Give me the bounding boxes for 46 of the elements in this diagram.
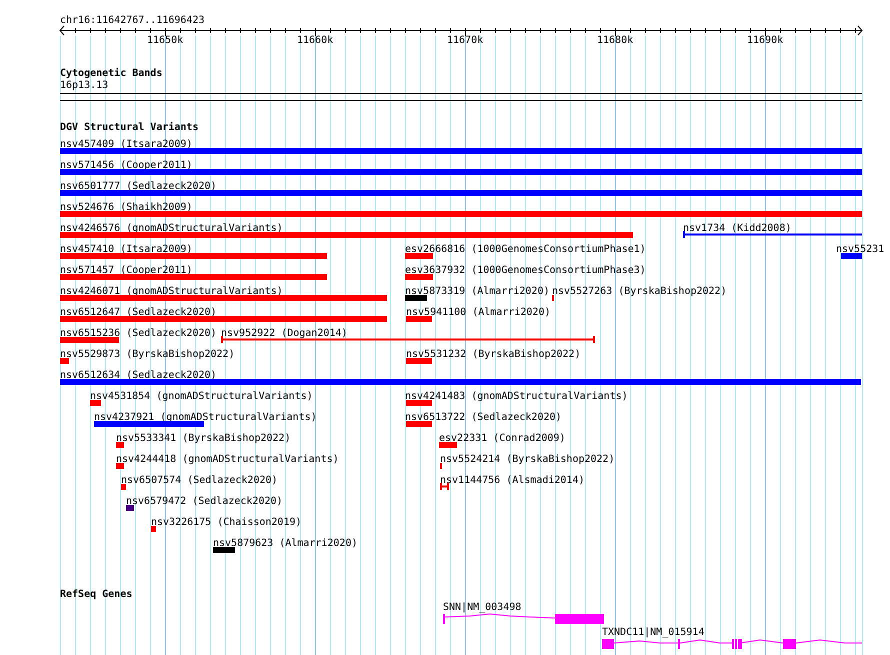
variant-label: esv2666816 (1000GenomesConsortiumPhase1): [405, 244, 646, 255]
variant-label: nsv55231: [836, 244, 884, 255]
variant-label: nsv6579472 (Sedlazeck2020): [126, 496, 283, 507]
scale-tick-label: 11660k: [297, 35, 334, 46]
scale-tick-label: 11690k: [747, 35, 784, 46]
variant-label: nsv6513722 (Sedlazeck2020): [405, 412, 562, 423]
band-name: 16p13.13: [60, 80, 108, 91]
variant-label: esv22331 (Conrad2009): [439, 433, 566, 444]
gene-label: SNN|NM_003498: [443, 602, 522, 613]
variant-label: nsv5873319 (Almarri2020): [405, 286, 550, 297]
variant-label: nsv4246071 (gnomADStructuralVariants): [60, 286, 283, 297]
variant-label: nsv4531854 (gnomADStructuralVariants): [90, 391, 313, 402]
variant-label: nsv5524214 (ByrskaBishop2022): [440, 454, 615, 465]
variant-label: nsv1144756 (Alsmadi2014): [440, 475, 584, 486]
scale-tick-label: 11670k: [447, 35, 484, 46]
variant-label: nsv6501777 (Sedlazeck2020): [60, 181, 217, 192]
variant-label: nsv4246576 (gnomADStructuralVariants): [60, 223, 283, 234]
variant-label: nsv457410 (Itsara2009): [60, 244, 192, 255]
variant-label: nsv5941100 (Almarri2020): [406, 307, 550, 318]
scale-tick-label: 11650k: [147, 35, 184, 46]
track-header: RefSeq Genes: [60, 589, 132, 600]
variant-label: nsv457409 (Itsara2009): [60, 139, 192, 150]
variant-label: nsv952922 (Dogan2014): [221, 328, 348, 339]
variant-label: nsv5527263 (ByrskaBishop2022): [552, 286, 727, 297]
variant-label: nsv5533341 (ByrskaBishop2022): [116, 433, 291, 444]
variant-label: nsv571457 (Cooper2011): [60, 265, 192, 276]
variant-label: nsv5531232 (ByrskaBishop2022): [406, 349, 581, 360]
coordinate-range: chr16:11642767..11696423: [60, 15, 204, 26]
scale-tick-label: 11680k: [597, 35, 634, 46]
variant-label: esv3637932 (1000GenomesConsortiumPhase3): [405, 265, 646, 276]
gene-label: TXNDC11|NM_015914: [602, 627, 704, 638]
variant-label: nsv5529873 (ByrskaBishop2022): [60, 349, 235, 360]
variant-label: nsv6515236 (Sedlazeck2020): [60, 328, 217, 339]
variant-label: nsv571456 (Cooper2011): [60, 160, 192, 171]
variant-label: nsv4237921 (gnomADStructuralVariants): [94, 412, 317, 423]
variant-label: nsv3226175 (Chaisson2019): [151, 517, 302, 528]
variant-label: nsv6512634 (Sedlazeck2020): [60, 370, 217, 381]
track-header: Cytogenetic Bands: [60, 68, 162, 79]
variant-label: nsv4244418 (gnomADStructuralVariants): [116, 454, 339, 465]
variant-label: nsv1734 (Kidd2008): [683, 223, 792, 234]
variant-label: nsv4241483 (gnomADStructuralVariants): [405, 391, 628, 402]
variant-label: nsv6512647 (Sedlazeck2020): [60, 307, 217, 318]
variant-label: nsv6507574 (Sedlazeck2020): [121, 475, 278, 486]
variant-label: nsv524676 (Shaikh2009): [60, 202, 192, 213]
track-header: DGV Structural Variants: [60, 122, 198, 133]
variant-label: nsv5879623 (Almarri2020): [213, 538, 358, 549]
